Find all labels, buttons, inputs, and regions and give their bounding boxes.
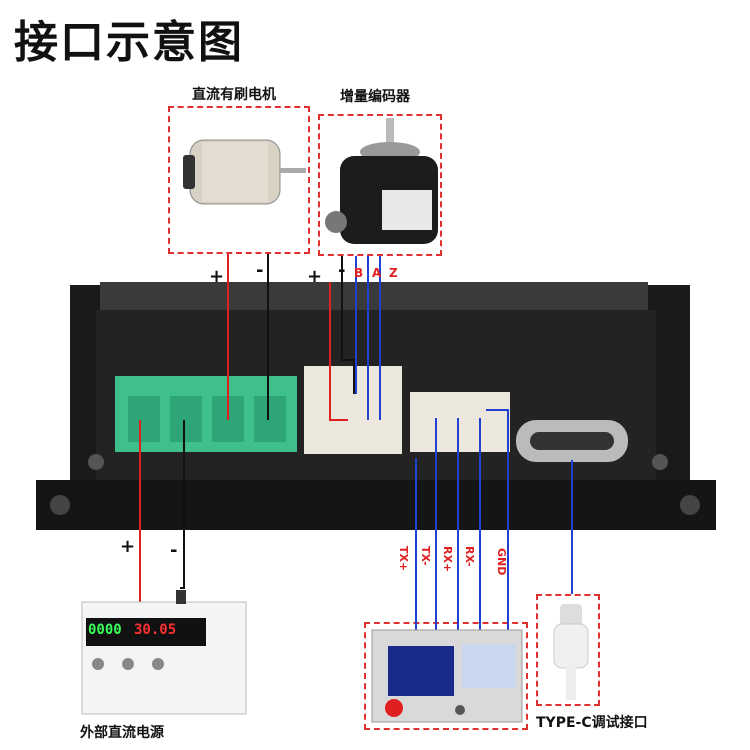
motor-minus-sign: - xyxy=(256,260,264,281)
page-title: 接口示意图 xyxy=(14,17,244,68)
power-minus-sign: - xyxy=(170,540,178,561)
psu-voltage-readout: 0000 xyxy=(88,622,122,638)
motor-label: 直流有刷电机 xyxy=(192,87,276,103)
serial-connector xyxy=(410,392,510,452)
encoder-box xyxy=(318,114,442,256)
cnc-controller-box xyxy=(364,622,528,730)
signal-tx-plus: TX+ xyxy=(397,546,410,572)
typec-cable-image xyxy=(553,604,589,700)
signal-rx-minus: RX- xyxy=(463,546,476,567)
typec-cable-box xyxy=(536,594,600,706)
encoder-wire-z: Z xyxy=(389,266,398,280)
psu-current-readout: 30.05 xyxy=(134,622,177,638)
encoder-plus-sign: + xyxy=(307,266,323,287)
dc-motor-image xyxy=(183,139,306,205)
typec-label: TYPE-C调试接口 xyxy=(536,715,648,731)
power-plus-sign: + xyxy=(120,536,136,557)
encoder-label: 增量编码器 xyxy=(340,89,410,105)
motor-plus-sign: + xyxy=(209,266,225,287)
power-supply-image xyxy=(81,590,247,715)
signal-rx-plus: RX+ xyxy=(441,546,454,573)
signal-gnd: GND xyxy=(495,548,508,576)
encoder-wire-b: B xyxy=(354,266,364,280)
power-supply-label: 外部直流电源 xyxy=(80,725,164,741)
cnc-controller-image xyxy=(371,629,523,723)
encoder-minus-sign: - xyxy=(338,260,346,281)
encoder-wire-a: A xyxy=(372,266,382,280)
green-terminal-block xyxy=(115,376,297,452)
motor-box xyxy=(168,106,310,254)
encoder-image xyxy=(325,118,438,244)
signal-tx-minus: TX- xyxy=(419,546,432,566)
